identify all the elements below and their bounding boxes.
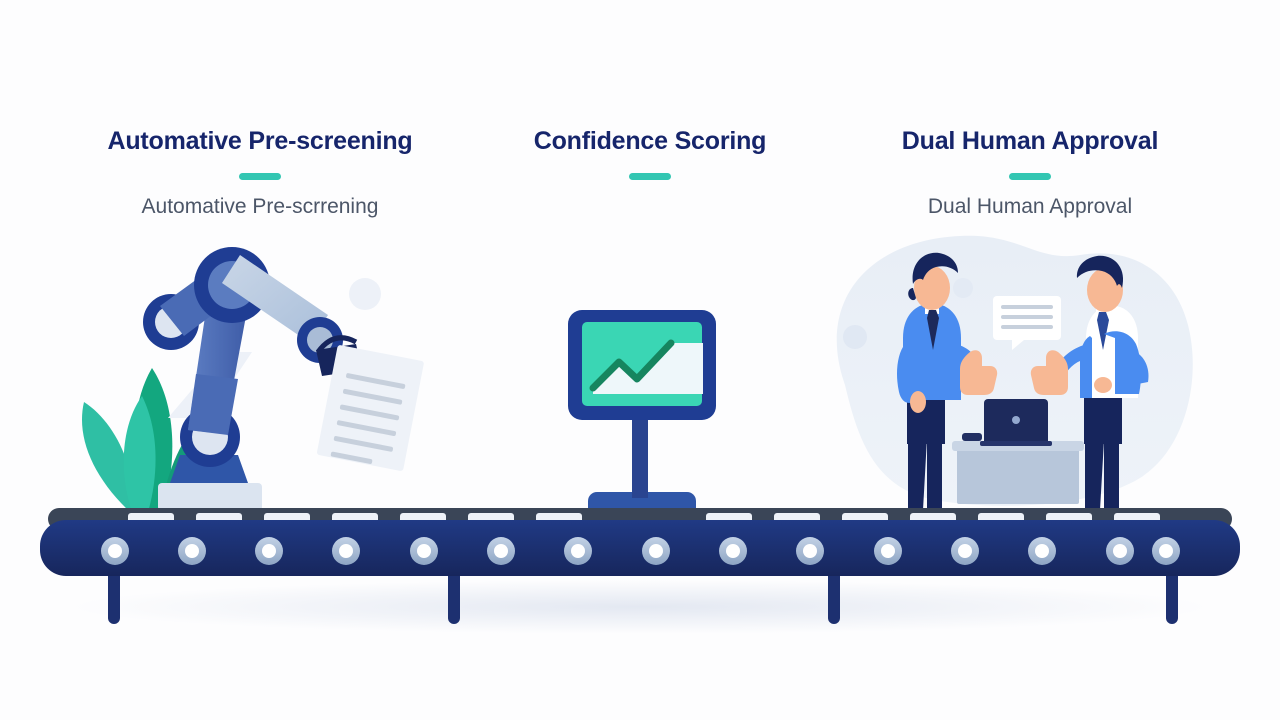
document <box>317 345 424 471</box>
monitor-scene <box>568 310 716 518</box>
column-1-heading: Automative Pre-screening Automative Pre-… <box>0 127 520 219</box>
thumbs-up-left-person <box>960 350 998 395</box>
column-2-divider <box>629 172 671 180</box>
column-3-title: Dual Human Approval <box>901 127 1159 155</box>
hand-right <box>1094 377 1112 393</box>
column-3-subtitle: Dual Human Approval <box>927 194 1133 218</box>
person-left <box>897 252 998 520</box>
speech-bubble <box>993 296 1061 350</box>
document-line <box>342 388 403 405</box>
thumbs-up-right-person <box>1030 350 1068 395</box>
decor-circle-small-left <box>843 325 867 349</box>
monitor-stand <box>632 420 648 498</box>
document-line <box>339 404 400 421</box>
column-1-subtitle: Automative Pre-scrrening <box>141 194 379 218</box>
robot-plinth <box>158 483 262 511</box>
conveyor-leg <box>828 570 840 624</box>
speech-line <box>1001 315 1053 319</box>
robot-upper-arm <box>222 255 328 343</box>
document-line <box>333 436 393 452</box>
speech-line <box>1001 305 1053 309</box>
desk <box>957 446 1079 504</box>
robot-pedestal <box>170 455 248 483</box>
column-1-divider <box>239 172 281 180</box>
decor-circle-small-top <box>953 278 973 298</box>
conveyor-leg <box>1166 570 1178 624</box>
document-line <box>346 373 406 389</box>
conveyor-body <box>40 520 1240 576</box>
ground-shadow <box>70 580 1210 634</box>
conveyor-leg <box>108 570 120 624</box>
hair-left <box>912 252 958 284</box>
column-3-divider <box>1009 172 1051 180</box>
speech-line <box>1001 325 1053 329</box>
phone <box>962 433 982 441</box>
hand-left <box>910 391 926 413</box>
column-3-heading: Dual Human Approval Dual Human Approval <box>790 127 1270 219</box>
hair-right <box>1076 255 1124 288</box>
document-line <box>330 451 373 464</box>
decor-circle-robot <box>349 278 381 310</box>
conveyor-leg <box>448 570 460 624</box>
column-2-heading: Confidence Scoring <box>450 127 850 194</box>
column-1-title: Automative Pre-screening <box>107 127 413 155</box>
conveyor <box>40 508 1240 624</box>
column-2-title: Confidence Scoring <box>533 127 767 155</box>
robot-scene <box>81 247 424 512</box>
laptop <box>980 399 1052 446</box>
chart-line <box>589 339 675 392</box>
people-scene <box>836 235 1193 520</box>
document-line <box>336 420 397 436</box>
conveyor-rollers <box>101 537 1180 565</box>
